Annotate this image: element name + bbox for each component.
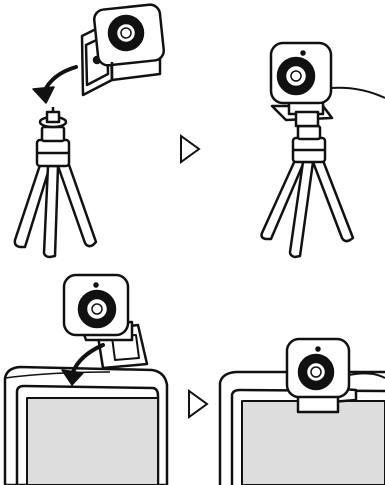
arrow-step-1: [181, 136, 199, 162]
panel-monitor-after: [220, 339, 385, 485]
webcam-folded: [82, 4, 165, 95]
tripod: [262, 126, 354, 257]
arrow-step-2: [189, 391, 207, 417]
webcam-on-tripod: [271, 43, 385, 126]
panel-tripod-before: [15, 4, 165, 257]
monitor: [5, 367, 167, 485]
webcam-clip-open: [64, 275, 147, 368]
tripod: [15, 107, 96, 257]
panel-tripod-after: [262, 43, 385, 257]
panel-monitor-before: [5, 275, 167, 485]
